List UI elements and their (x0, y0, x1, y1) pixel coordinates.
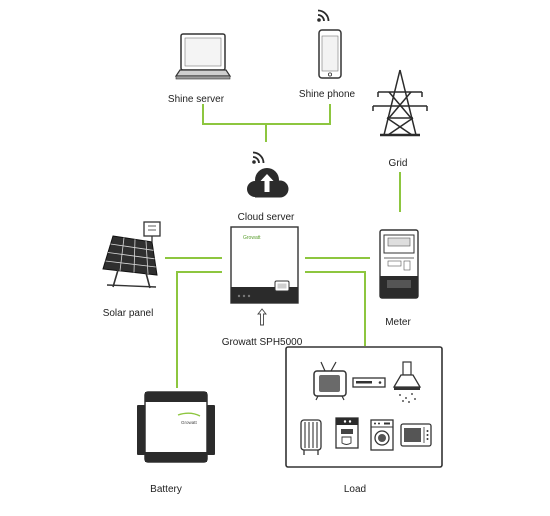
transmission-tower-icon (372, 69, 428, 137)
radiator-icon (300, 419, 322, 455)
battery-icon: Growatt (137, 391, 215, 463)
shine-phone-label: Shine phone (299, 89, 356, 100)
microwave-icon (400, 423, 432, 447)
load-label: Load (344, 484, 366, 495)
shine-server-label: Shine server (168, 94, 225, 105)
battery-label: Battery (150, 484, 182, 495)
cloud-server-label: Cloud server (238, 212, 295, 223)
inverter-to-load-link (305, 271, 366, 346)
server-phone-link (202, 104, 331, 125)
coffee-machine-icon (335, 417, 359, 449)
wifi-icon (317, 9, 330, 22)
battery-to-inverter-link (176, 271, 222, 388)
solar-panel-label: Solar panel (103, 308, 154, 319)
smartphone-icon (318, 29, 342, 79)
solar-panel-icon (102, 221, 161, 289)
connection-lines (165, 104, 401, 388)
washing-machine-icon (370, 419, 394, 451)
svg-text:Growatt: Growatt (181, 420, 198, 425)
wifi-icon (252, 151, 265, 164)
dvd-player-icon (352, 377, 386, 388)
grid-label: Grid (389, 158, 408, 169)
tv-icon (313, 361, 347, 401)
inverter-icon: Growatt (230, 226, 299, 326)
cloud-upload-icon (247, 168, 289, 198)
laptop-icon (174, 33, 232, 80)
electric-meter-icon (379, 229, 419, 299)
range-hood-icon (392, 361, 422, 403)
svg-text:Growatt: Growatt (243, 235, 261, 241)
inverter-label: Growatt SPH5000 (222, 337, 303, 348)
meter-label: Meter (385, 317, 411, 328)
